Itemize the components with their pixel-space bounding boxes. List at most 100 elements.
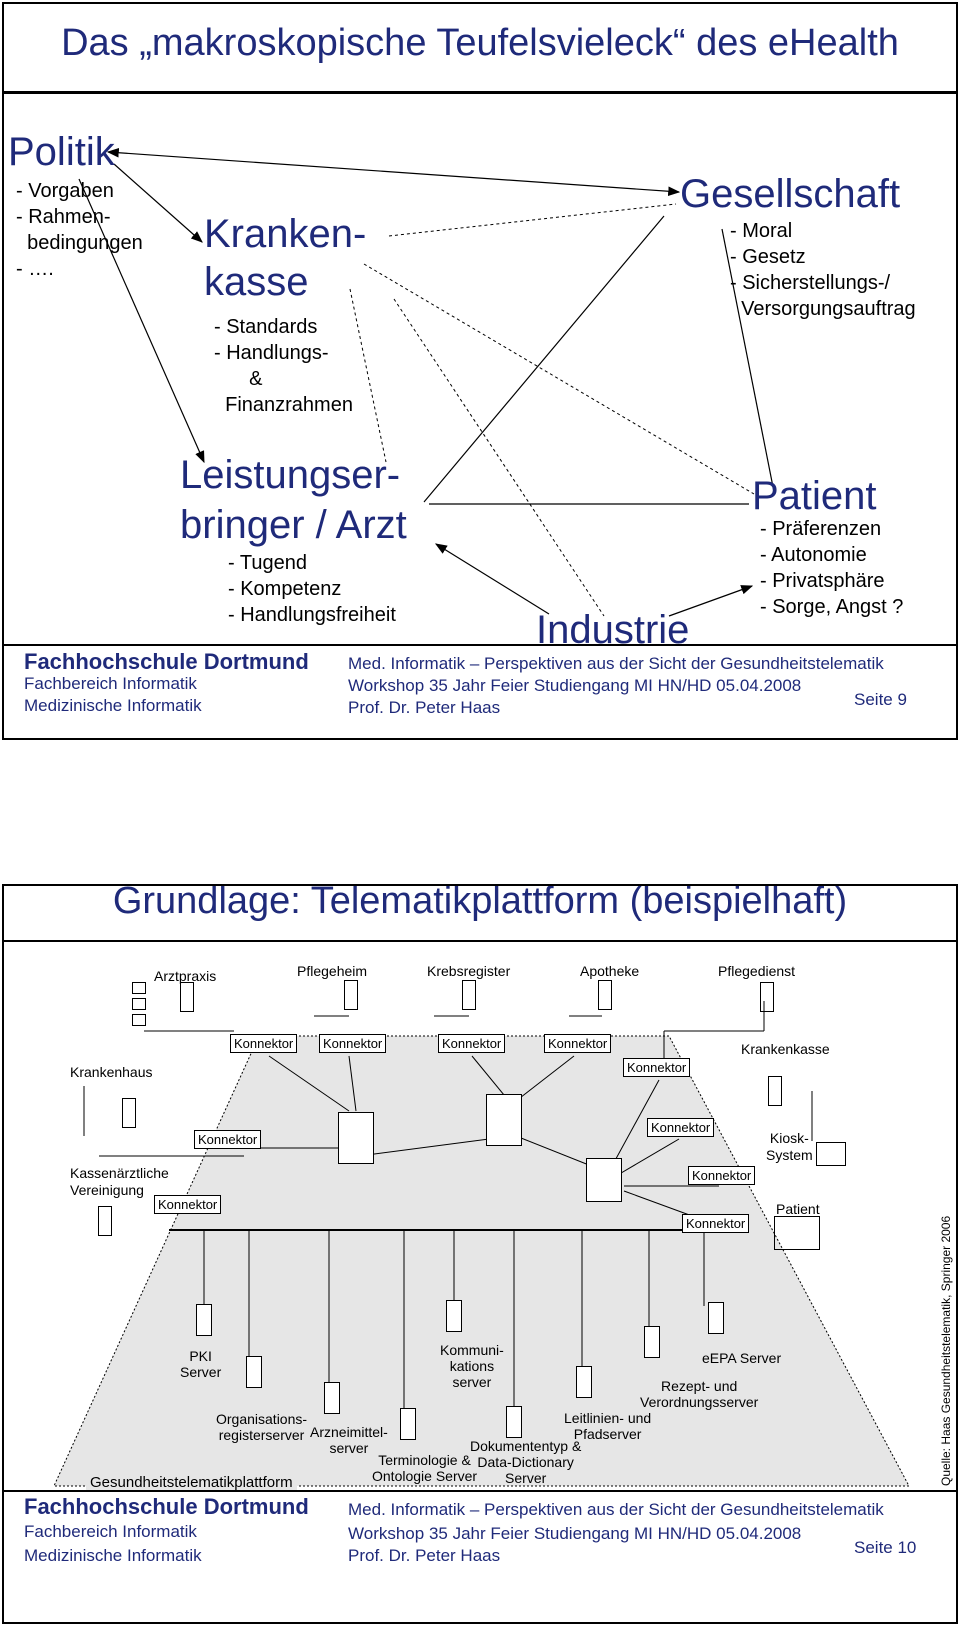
server-icon	[462, 980, 476, 1010]
label-arz-1: Arzneimittel-	[310, 1424, 388, 1440]
gesellschaft-heading: Gesellschaft	[680, 172, 901, 216]
site-pflegeheim: Pflegeheim	[297, 963, 368, 979]
label-rez: Rezept- und Verordnungsserver	[640, 1378, 758, 1410]
eepa-server-icon	[708, 1302, 724, 1334]
site-kv-2: Vereinigung	[70, 1182, 144, 1198]
gesellschaft-item: - Moral	[730, 220, 793, 242]
platform-label: Gesundheitstelematikplattform	[86, 1474, 297, 1491]
leistungserbringer-item: - Tugend	[228, 552, 307, 574]
arrow-industrie-arzt	[434, 543, 550, 615]
krankenkasse-item: Finanzrahmen	[214, 394, 353, 416]
pki-server-icon	[196, 1304, 212, 1336]
site-patient: Patient	[776, 1201, 820, 1217]
server-icon	[122, 1098, 136, 1128]
footer-page: Seite 10	[854, 1538, 917, 1557]
leistungserbringer-heading: Leistungser- bringer / Arzt	[180, 450, 407, 550]
leistungserbringer-items: - Tugend - Kompetenz - Handlungsfreiheit	[228, 550, 396, 628]
krankenkasse-items: - Standards - Handlungs- & Finanzrahmen	[214, 314, 353, 418]
patient-item: - Sorge, Angst ?	[760, 596, 904, 618]
patient-heading: Patient	[752, 474, 877, 518]
site-pflegedienst: Pflegedienst	[718, 963, 796, 979]
krankenkasse-item: - Handlungs-	[214, 342, 329, 364]
label-term-2: Ontologie Server	[372, 1468, 478, 1484]
dotted-kasse-gesellschaft	[388, 203, 677, 237]
label-term: Terminologie & Ontologie Server	[372, 1452, 477, 1484]
footer-school: Fachhochschule Dortmund	[24, 1494, 309, 1519]
switch-icon	[586, 1158, 622, 1202]
site-kiosk-1: Kiosk-	[769, 1130, 809, 1146]
server-icon	[768, 1076, 782, 1106]
footer-line2: Workshop 35 Jahr Feier Studiengang MI HN…	[348, 676, 802, 695]
politik-item: - Rahmen-	[16, 206, 111, 228]
footer-school: Fachhochschule Dortmund	[24, 649, 309, 674]
label-dok-3: Server	[505, 1470, 547, 1486]
label-leit: Leitlinien- und Pfadserver	[564, 1410, 651, 1442]
switch-icon	[486, 1094, 522, 1146]
server-icon	[598, 980, 612, 1010]
slide-title: Das „makroskopische Teufelsvieleck“ des …	[61, 22, 899, 64]
label-pki: PKI Server	[180, 1348, 221, 1380]
konnektor-kiosk: Konnektor	[688, 1166, 756, 1185]
line-gesellschaft-patient	[721, 228, 775, 493]
slide-teufelsvieleck: Das „makroskopische Teufelsvieleck“ des …	[2, 2, 958, 740]
label-dok-2: Data-Dictionary	[477, 1454, 574, 1470]
label-org: Organisations- registerserver	[216, 1411, 307, 1443]
term-server-icon	[400, 1408, 416, 1440]
industrie-heading: Industrie	[536, 608, 690, 652]
politik-item: bedingungen	[16, 232, 143, 254]
footer-page: Seite 9	[854, 690, 907, 709]
politik-heading: Politik	[8, 130, 115, 174]
patient-items: - Präferenzen - Autonomie - Privatsphäre…	[760, 516, 903, 620]
footer-line3: Prof. Dr. Peter Haas	[348, 698, 501, 717]
site-apotheke: Apotheke	[580, 963, 640, 979]
footer-line1: Med. Informatik – Perspektiven aus der S…	[348, 654, 884, 673]
link-kasse-switch	[615, 1138, 680, 1177]
dotted-kasse-industrie	[393, 298, 605, 617]
label-komm-2: kations	[449, 1358, 495, 1374]
label-rez-1: Rezept- und	[661, 1378, 738, 1394]
rez-server-icon	[644, 1326, 660, 1358]
patient-item: - Autonomie	[760, 544, 867, 566]
label-komm-3: server	[452, 1374, 492, 1390]
footer-dept2: Medizinische Informatik	[24, 1546, 202, 1565]
platform-diagram	[53, 1001, 910, 1487]
label-eepa: eEPA Server	[702, 1350, 782, 1366]
dok-server-icon	[506, 1406, 522, 1438]
patient-pc-icon	[774, 1216, 820, 1250]
label-komm-1: Kommuni-	[440, 1342, 504, 1358]
konnektor-pflegedienst: Konnektor	[623, 1058, 691, 1077]
footer-divider	[4, 644, 956, 646]
krankenkasse-heading: Kranken- kasse	[204, 210, 366, 306]
line-gesellschaft-arzt	[423, 215, 665, 503]
link-krebs-switch	[471, 1055, 510, 1102]
footer-dept1: Fachbereich Informatik	[24, 674, 197, 693]
slide-telematikplattform: Grundlage: Telematikplattform (beispielh…	[2, 884, 958, 1624]
konnektor-krankenkasse: Konnektor	[647, 1118, 715, 1137]
relationship-arrows	[78, 147, 775, 617]
leistungserbringer-item: - Handlungsfreiheit	[228, 604, 396, 626]
konnektor-apotheke: Konnektor	[544, 1034, 612, 1053]
footer-divider	[4, 1490, 956, 1492]
site-krebsregister: Krebsregister	[427, 963, 511, 979]
arrow-politik-arzt	[78, 178, 205, 464]
footer-line2: Workshop 35 Jahr Feier Studiengang MI HN…	[348, 1524, 802, 1543]
label-dok: Dokumententyp & Data-Dictionary Server	[470, 1438, 581, 1486]
label-rez-2: Verordnungsserver	[640, 1394, 759, 1410]
workstation-icon	[132, 1014, 146, 1026]
title-bar: Grundlage: Telematikplattform (beispielh…	[4, 886, 956, 946]
label-term-1: Terminologie &	[378, 1452, 471, 1468]
label-pki-2: Server	[180, 1364, 222, 1380]
label-org-1: Organisations-	[216, 1411, 308, 1427]
gesellschaft-item: - Gesetz	[730, 246, 806, 268]
konnektor-patient: Konnektor	[682, 1214, 750, 1233]
konnektor-krankenhaus: Konnektor	[194, 1130, 262, 1149]
leistungserbringer-heading-2: bringer / Arzt	[180, 503, 407, 547]
site-kiosk: Kiosk- System	[766, 1130, 813, 1164]
footer-line3: Prof. Dr. Peter Haas	[348, 1546, 501, 1565]
switch-icon	[338, 1112, 374, 1164]
link-pflegedienst-switch	[611, 1079, 660, 1167]
server-icon	[760, 982, 774, 1012]
kiosk-icon	[816, 1142, 846, 1166]
gesellschaft-item: Versorgungsauftrag	[730, 298, 916, 320]
site-krankenkasse: Krankenkasse	[741, 1041, 830, 1057]
